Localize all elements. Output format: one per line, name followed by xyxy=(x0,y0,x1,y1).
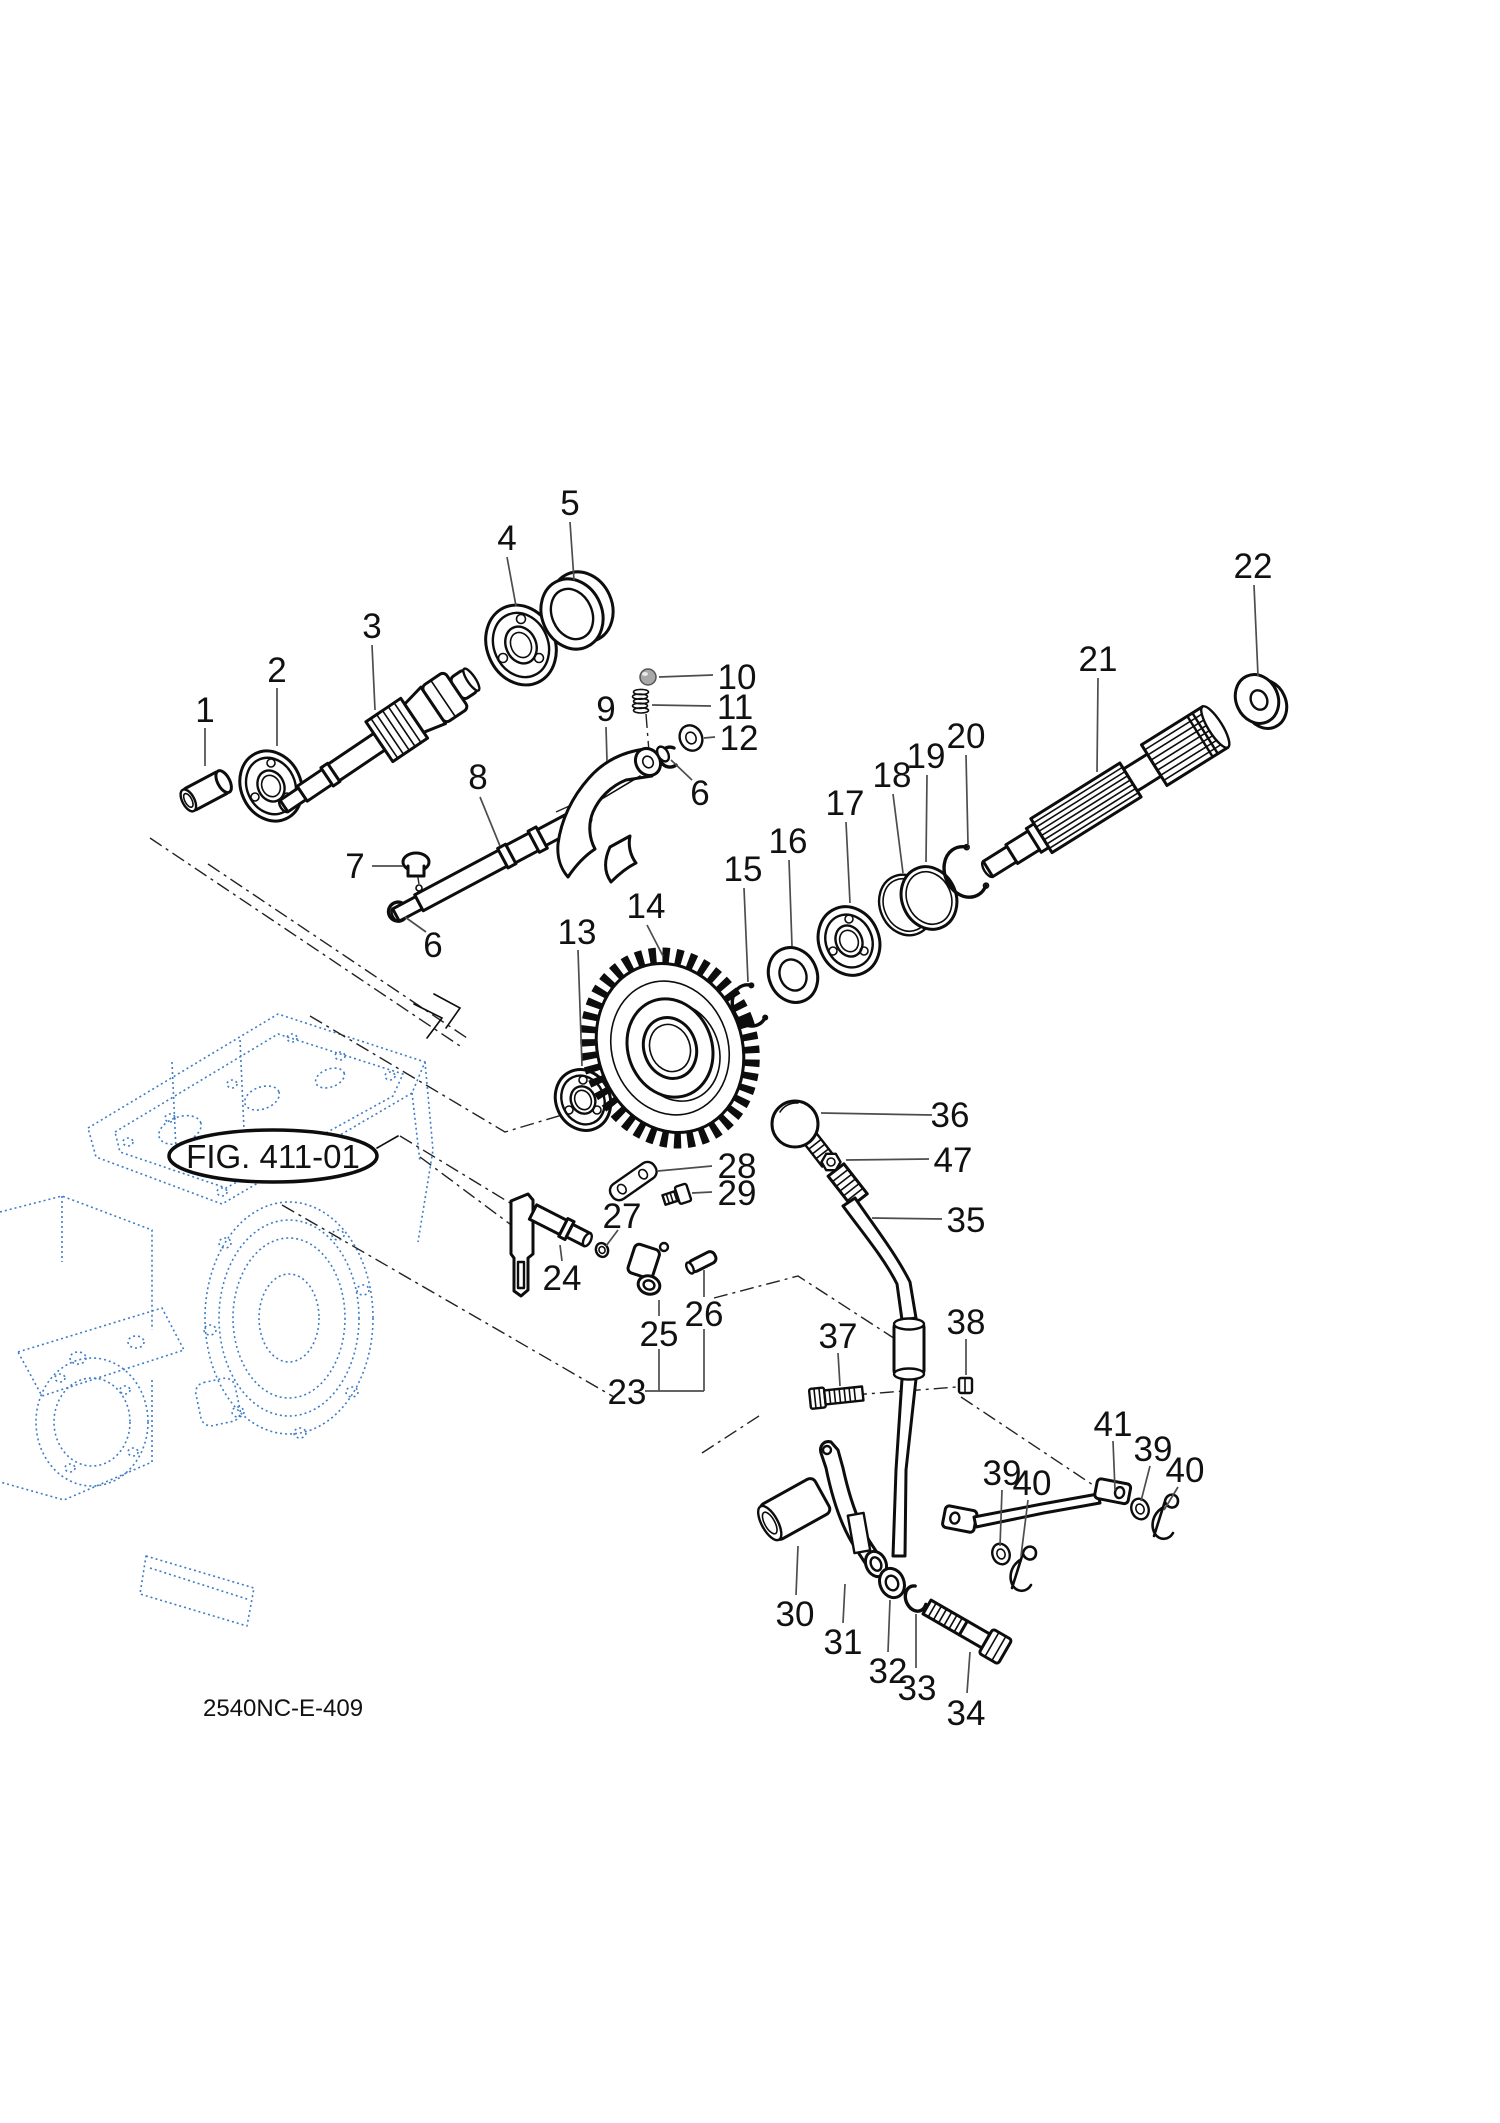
part-26-pin xyxy=(684,1250,718,1275)
part-12-washer xyxy=(678,724,704,752)
doc-code: 2540NC-E-409 xyxy=(203,1695,363,1722)
callout-34: 34 xyxy=(947,1694,986,1733)
part-17-bearing xyxy=(816,905,882,977)
callout-39-right: 39 xyxy=(1134,1430,1173,1469)
leader-lines xyxy=(204,521,1259,1694)
callout-10: 10 xyxy=(718,658,757,697)
callouts: 1 2 3 4 5 6 6 7 8 9 10 11 12 13 14 15 16… xyxy=(195,484,1272,1733)
part-32-washer xyxy=(878,1566,906,1600)
part-11-spring xyxy=(631,688,650,714)
callout-18: 18 xyxy=(873,756,912,795)
callout-33: 33 xyxy=(898,1669,937,1708)
part-40-cotter-pin-left xyxy=(1009,1545,1038,1593)
callout-5: 5 xyxy=(560,484,579,523)
callout-2: 2 xyxy=(267,651,286,690)
callout-22: 22 xyxy=(1234,547,1273,586)
callout-24: 24 xyxy=(543,1259,582,1298)
callout-6-upper: 6 xyxy=(690,774,709,813)
callout-4: 4 xyxy=(497,519,516,558)
part-39-washer-right xyxy=(1130,1497,1150,1521)
callout-29: 29 xyxy=(718,1174,757,1213)
part-30-sleeve xyxy=(756,1477,832,1542)
part-5-ring xyxy=(539,570,615,651)
callout-19: 19 xyxy=(907,737,946,776)
callout-47: 47 xyxy=(934,1141,973,1180)
part-28-plate xyxy=(608,1160,658,1202)
part-39-washer-left xyxy=(991,1542,1011,1566)
part-6-snap-ring-lower xyxy=(386,900,406,923)
part-29-bolt xyxy=(661,1182,693,1206)
callout-9: 9 xyxy=(596,690,615,729)
part-19-ring xyxy=(899,865,959,931)
callout-35: 35 xyxy=(947,1201,986,1240)
part-24-fork-shaft xyxy=(509,1192,594,1298)
part-16-washer xyxy=(766,946,820,1004)
part-35-shift-lever xyxy=(826,1162,926,1558)
callout-15: 15 xyxy=(724,850,763,889)
callout-12: 12 xyxy=(720,719,759,758)
callout-30: 30 xyxy=(776,1595,815,1634)
callout-21: 21 xyxy=(1079,640,1118,679)
part-41-link xyxy=(941,1477,1133,1534)
part-13-bearing xyxy=(553,1068,613,1132)
callout-31: 31 xyxy=(824,1623,863,1662)
callout-26: 26 xyxy=(685,1295,724,1334)
callout-11: 11 xyxy=(717,688,753,727)
part-33-lock-washer xyxy=(903,1584,928,1613)
part-40-cotter-pin-right xyxy=(1151,1493,1180,1541)
part-3-counter-shaft xyxy=(277,667,481,814)
part-21-splined-shaft xyxy=(980,705,1231,879)
part-38-nut xyxy=(957,1376,974,1395)
part-10-ball xyxy=(639,668,657,686)
callout-38: 38 xyxy=(947,1303,986,1342)
part-37-bolt xyxy=(807,1385,865,1410)
callout-32: 32 xyxy=(869,1652,908,1691)
part-15-snap-ring xyxy=(730,982,769,1028)
fig-label-ellipse xyxy=(167,1128,379,1184)
callout-25: 25 xyxy=(640,1315,679,1354)
callout-27: 27 xyxy=(603,1197,642,1236)
callout-39-left: 39 xyxy=(983,1454,1022,1493)
part-4-bearing xyxy=(484,603,558,687)
housing-outline xyxy=(0,1013,434,1627)
callout-41: 41 xyxy=(1094,1405,1133,1444)
callout-14: 14 xyxy=(627,887,666,926)
callout-40-left: 40 xyxy=(1013,1464,1052,1503)
callout-13: 13 xyxy=(558,913,597,952)
callout-17: 17 xyxy=(826,784,865,823)
callout-8: 8 xyxy=(468,758,487,797)
callout-20: 20 xyxy=(947,717,986,756)
part-1-bushing xyxy=(179,769,233,813)
callout-23: 23 xyxy=(608,1373,647,1412)
part-31-bracket xyxy=(819,1440,889,1579)
callout-16: 16 xyxy=(769,822,808,861)
part-27-oring xyxy=(594,1241,610,1259)
part-7-plug xyxy=(401,851,431,892)
callout-40-right: 40 xyxy=(1166,1451,1205,1490)
callout-28: 28 xyxy=(718,1147,757,1186)
part-9-shift-fork xyxy=(556,745,671,884)
callout-1: 1 xyxy=(195,691,214,730)
callout-37: 37 xyxy=(819,1317,858,1356)
part-25-clevis xyxy=(626,1241,670,1296)
callout-7: 7 xyxy=(345,847,364,886)
figure-reference: FIG. 411-01 xyxy=(167,1128,399,1184)
part-34-bolt xyxy=(921,1598,1013,1665)
part-20-snap-ring xyxy=(942,843,990,899)
part-22-washer xyxy=(1233,673,1289,730)
callout-6-lower: 6 xyxy=(423,926,442,965)
callout-36: 36 xyxy=(931,1096,970,1135)
callout-3: 3 xyxy=(362,607,381,646)
part-14-gear xyxy=(580,947,760,1149)
fig-label: FIG. 411-01 xyxy=(186,1138,360,1175)
